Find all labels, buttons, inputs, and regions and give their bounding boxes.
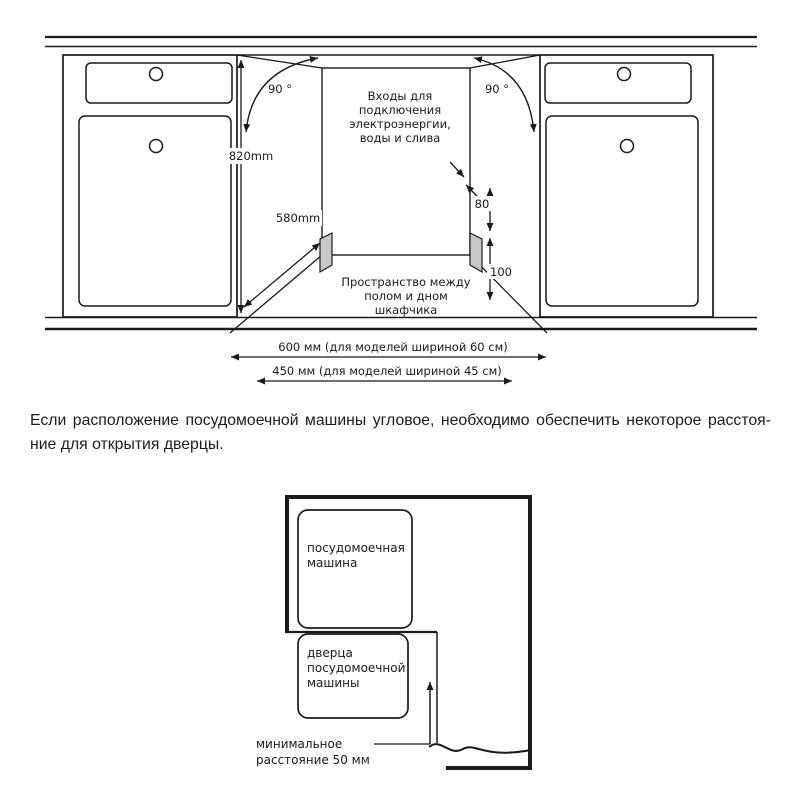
dimension-80: 80 — [471, 188, 494, 231]
dishwasher-door-box: дверца посудомоечной машины — [297, 633, 409, 719]
dim-600-label: 600 мм (для моделей шириной 60 см) — [278, 340, 508, 354]
plinth-block-left — [319, 232, 333, 274]
left-cabinet-drawer — [85, 62, 233, 104]
angle-right-label: 90 ° — [485, 82, 509, 96]
inlets-line-4: воды и слива — [360, 131, 441, 145]
corner-note: Если расположение посудомоечной машины у… — [30, 409, 771, 456]
niche-installation-diagram: 90 ° 90 ° Входы для подключения электроэ… — [45, 35, 757, 385]
angle-left-label: 90 ° — [268, 82, 292, 96]
note-line-1: Если расположение посудомоечной машины у… — [30, 412, 771, 429]
min-distance-dimension: минимальное расстояние 50 мм — [256, 682, 434, 767]
inlets-line-2: подключения — [359, 103, 441, 117]
left-drawer-knob — [148, 66, 164, 82]
door-label-2: посудомоечной — [307, 661, 405, 675]
niche-back-wall — [321, 67, 471, 256]
plinth-block-right — [469, 232, 483, 274]
break-wavy-line — [428, 743, 532, 754]
floor-gap-note: Пространство между полом и дном шкафчика — [341, 275, 470, 317]
floor-gap-line-3: шкафчика — [375, 303, 438, 317]
dim-580-label: 580mm — [276, 211, 320, 225]
left-cabinet — [62, 54, 238, 318]
door-angle-right: 90 ° — [473, 56, 537, 133]
right-cabinet-door — [545, 115, 699, 307]
dimension-100: 100 — [486, 238, 515, 300]
inlet-pointer-arrows — [449, 161, 478, 197]
dimension-820: 820mm — [227, 60, 275, 313]
min-distance-label-2: расстояние 50 мм — [256, 753, 370, 767]
right-door-knob — [619, 138, 635, 154]
inlets-line-3: электроэнергии, — [349, 117, 451, 131]
right-cabinet-drawer — [544, 62, 692, 104]
floor-lines — [45, 316, 757, 331]
right-drawer-knob — [616, 66, 632, 82]
inlets-note: Входы для подключения электроэнергии, во… — [349, 89, 451, 145]
left-door-knob — [148, 138, 164, 154]
dim-80-label: 80 — [475, 197, 490, 211]
min-distance-label-1: минимальное — [256, 737, 342, 751]
corner-placement-diagram: посудомоечная машина дверца посудомоечно… — [256, 495, 532, 770]
dim-450-label: 450 мм (для моделей шириной 45 см) — [272, 364, 502, 378]
door-label-1: дверца — [307, 646, 353, 660]
floor-edge-right — [469, 254, 548, 334]
dimension-600: 600 мм (для моделей шириной 60 см) — [231, 340, 546, 361]
dimension-580: 580mm — [243, 210, 322, 308]
dimension-450: 450 мм (для моделей шириной 45 см) — [257, 364, 512, 385]
dim-820-label: 820mm — [229, 149, 273, 163]
door-angle-left: 90 ° — [243, 55, 319, 133]
dishwasher-label-2: машина — [307, 556, 357, 570]
countertop-lines — [45, 35, 757, 48]
dishwasher-label-1: посудомоечная — [307, 541, 405, 555]
note-line-2: ние для открытия дверцы. — [30, 435, 224, 453]
door-label-3: машины — [307, 676, 360, 690]
right-cabinet — [539, 54, 714, 318]
left-cabinet-door — [78, 115, 232, 307]
inlets-line-1: Входы для — [368, 89, 433, 103]
dishwasher-box: посудомоечная машина — [297, 509, 413, 629]
corner-walls — [285, 495, 532, 770]
dim-100-label: 100 — [490, 265, 512, 279]
floor-gap-line-1: Пространство между — [341, 275, 470, 289]
floor-gap-line-2: полом и дном — [364, 289, 448, 303]
floor-edge-left — [229, 254, 323, 334]
